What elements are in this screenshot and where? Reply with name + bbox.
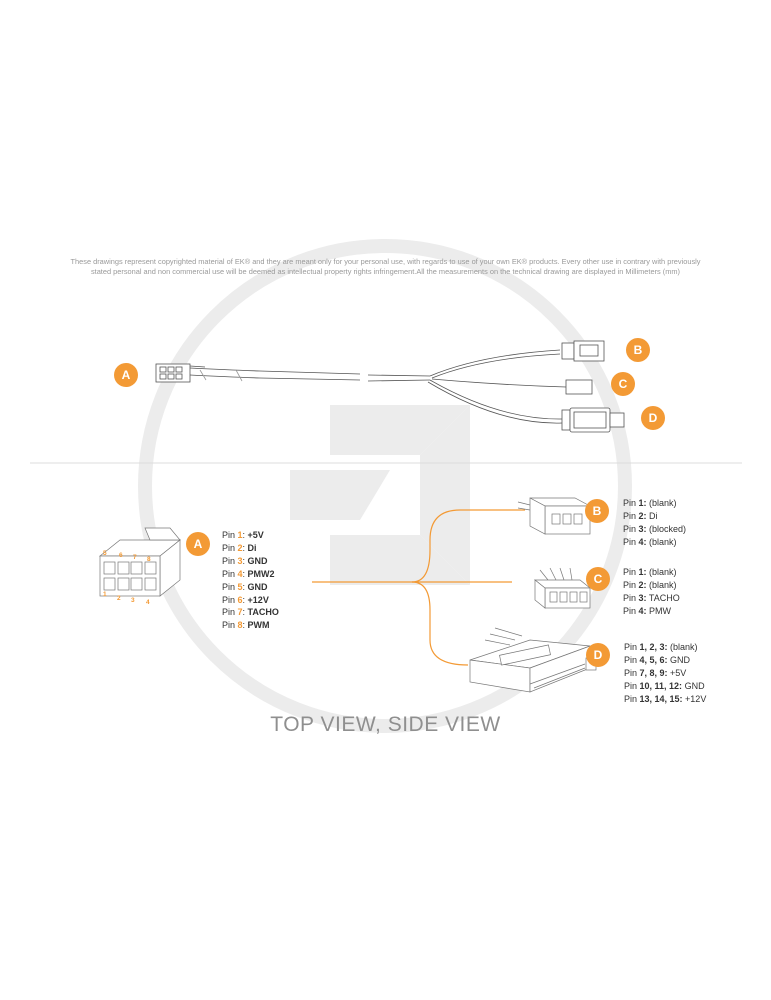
connector-a-drawing: [99, 527, 181, 597]
copyright-disclaimer: These drawings represent copyrighted mat…: [20, 257, 751, 277]
connector-b-pinout: Pin 1: (blank) Pin 2: Di Pin 3: (blocked…: [623, 497, 686, 549]
pin-row: Pin 2: (blank): [623, 579, 677, 590]
pin-row: Pin 8: PWM: [222, 620, 270, 631]
connector-a-pinout: Pin 1: +5V Pin 2: Di Pin 3: GND Pin 4: P…: [222, 529, 279, 632]
pin-row: Pin 3: GND: [222, 555, 268, 566]
pin-row: Pin 3: TACHO: [623, 592, 680, 603]
pin-row: Pin 2: Di: [222, 542, 257, 553]
pin-row: Pin 5: GND: [222, 581, 268, 592]
pin-index-5: 5: [103, 550, 107, 557]
pin-row: Pin 13, 14, 15: +12V: [624, 693, 707, 704]
pin-index-3: 3: [131, 597, 135, 604]
disclaimer-line-2: stated personal and non commercial use w…: [90, 267, 681, 276]
view-title: TOP VIEW, SIDE VIEW: [270, 713, 501, 736]
pin-row: Pin 4: (blank): [623, 536, 677, 547]
pin-row: Pin 3: (blocked): [623, 523, 687, 534]
pin-index-2: 2: [117, 595, 121, 602]
watermark-logo: [290, 405, 470, 585]
pin-row: Pin 4: PMW2: [222, 568, 275, 579]
connector-c-drawing: [534, 567, 591, 609]
badge-a: A: [186, 532, 210, 556]
routing-lines: [312, 509, 525, 666]
badge-c-top: C: [611, 372, 635, 396]
pin-row: Pin 2: Di: [623, 510, 658, 521]
badge-b-top: B: [626, 338, 650, 362]
watermark-circle: [138, 239, 632, 733]
pin-index-6: 6: [119, 552, 123, 559]
disclaimer-line-1: These drawings represent copyrighted mat…: [70, 257, 701, 266]
pin-row: Pin 1, 2, 3: (blank): [624, 642, 698, 652]
pin-row: Pin 7, 8, 9: +5V: [624, 667, 687, 678]
badge-b: B: [585, 499, 609, 523]
pin-index-4: 4: [146, 599, 150, 606]
pin-row: Pin 7: TACHO: [222, 607, 279, 618]
connector-c-pinout: Pin 1: (blank) Pin 2: (blank) Pin 3: TAC…: [623, 566, 680, 618]
pin-index-8: 8: [147, 556, 151, 563]
connector-d-pinout: Pin 1, 2, 3: (blank) Pin 4, 5, 6: GND Pi…: [624, 641, 706, 706]
pin-row: Pin 4: PMW: [623, 605, 672, 616]
badge-c: C: [586, 567, 610, 591]
pin-row: Pin 1: (blank): [623, 567, 677, 577]
badge-a-top: A: [114, 363, 138, 387]
badge-d: D: [586, 643, 610, 667]
connector-b-drawing: [517, 497, 591, 535]
pin-row: Pin 1: +5V: [222, 530, 264, 540]
pin-row: Pin 6: +12V: [222, 594, 269, 605]
pin-row: Pin 4, 5, 6: GND: [624, 654, 691, 665]
badge-d-top: D: [641, 406, 665, 430]
pin-index-1: 1: [103, 591, 107, 598]
cable-top-view: [155, 340, 625, 433]
pin-row: Pin 10, 11, 12: GND: [624, 680, 705, 691]
pin-row: Pin 1: (blank): [623, 498, 677, 508]
pin-index-7: 7: [133, 554, 137, 561]
